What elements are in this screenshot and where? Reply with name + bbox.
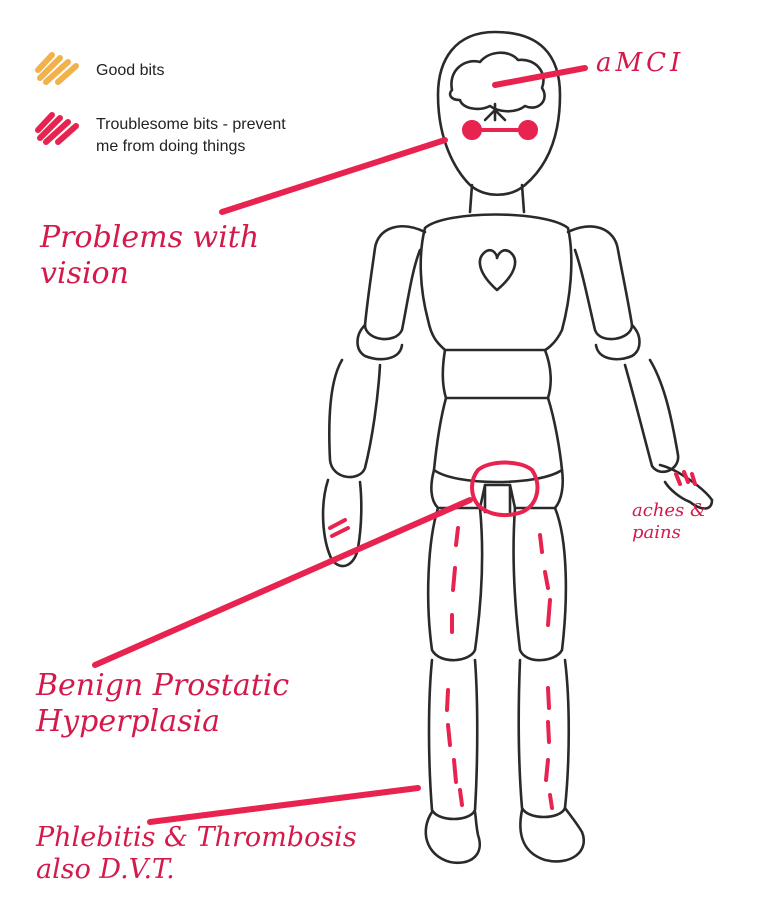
good-bits-swatch (38, 55, 76, 82)
troublesome-bits-swatch (38, 115, 76, 142)
bph-annotation: Benign Prostatic Hyperplasia (36, 668, 289, 740)
human-figure (323, 32, 712, 863)
vision-annotation: Problems with vision (40, 220, 259, 292)
bph-pointer (95, 500, 470, 665)
heart-icon (480, 250, 515, 290)
left-hand-mark (330, 520, 348, 536)
amci-annotation: aMCI (596, 48, 684, 79)
phlebitis-annotation: Phlebitis & Thrombosis also D.V.T. (36, 822, 357, 887)
aches-annotation: aches & pains (632, 500, 706, 543)
left-leg-marks (447, 528, 462, 805)
right-leg-marks (540, 535, 552, 808)
dvt-pointer (150, 788, 418, 822)
torso (421, 215, 572, 351)
prostate-circle (472, 463, 537, 516)
legend-troublesome-label: Troublesome bits - prevent me from doing… (96, 114, 286, 158)
legend-good-label: Good bits (96, 60, 164, 82)
